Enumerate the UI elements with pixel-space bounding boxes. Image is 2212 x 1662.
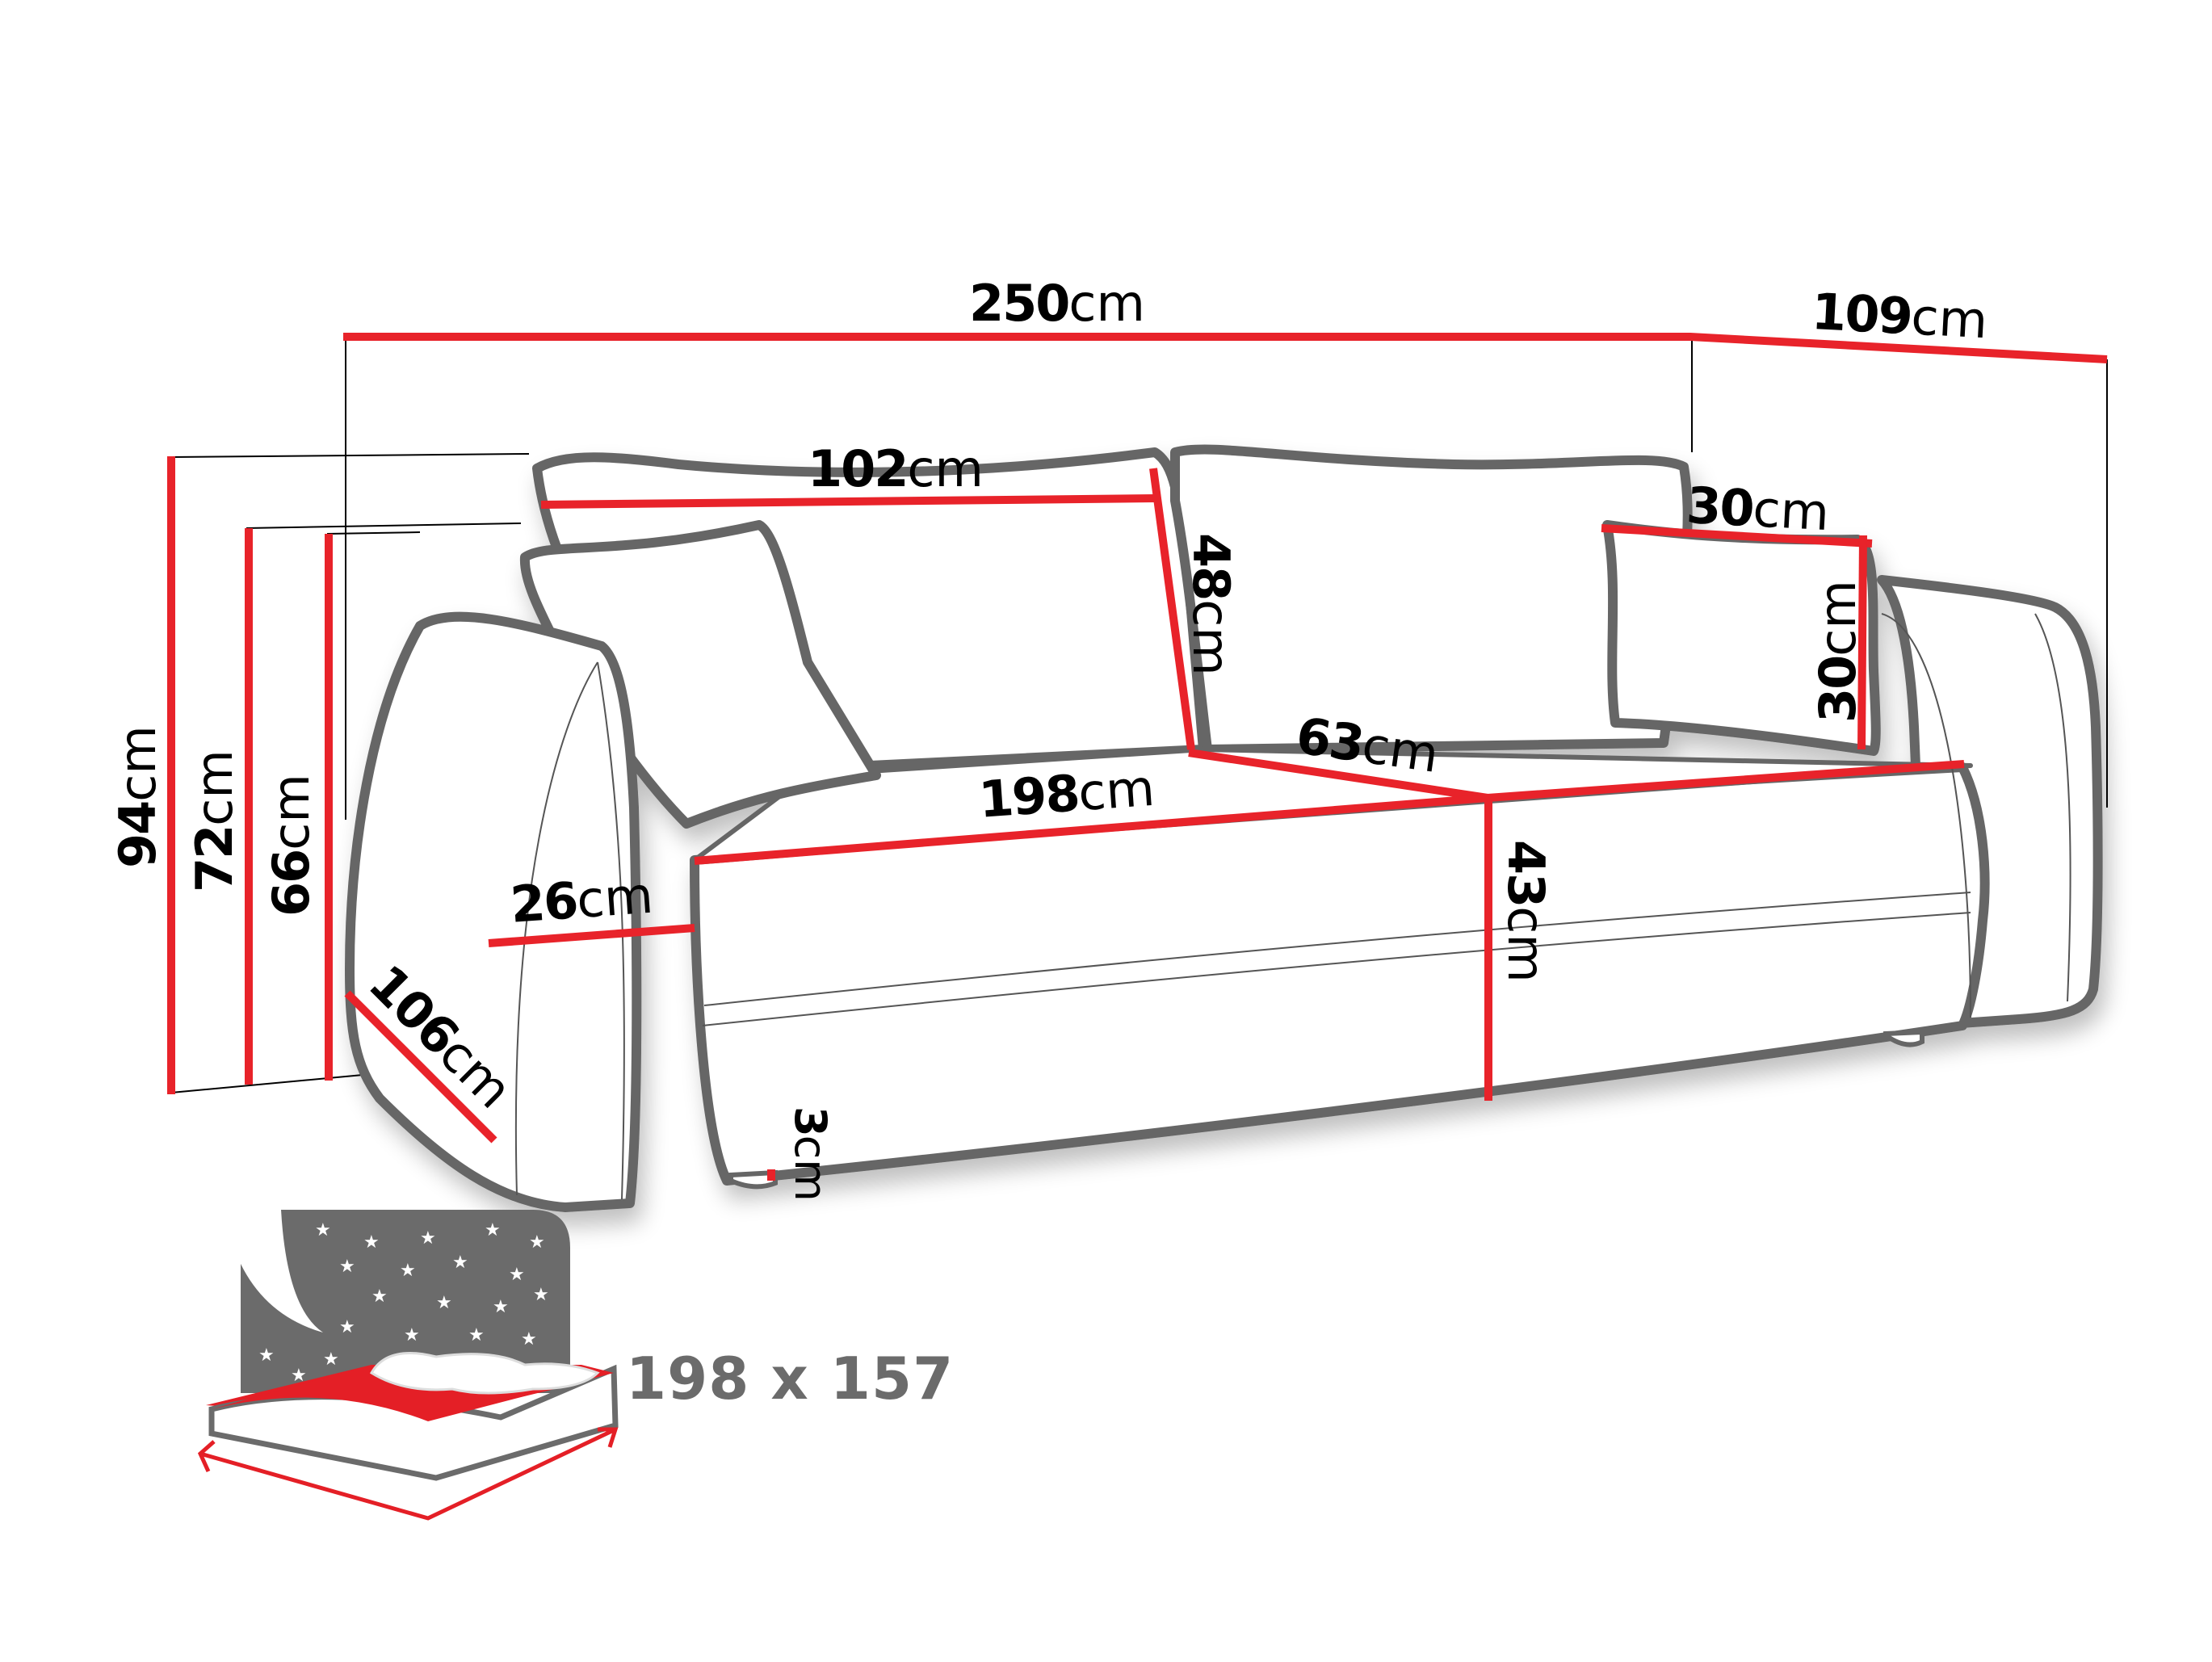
dimension-lines [167, 333, 2108, 1181]
dim-label-armrest-width: 26cm [508, 865, 656, 934]
sleeping-area-size: 198 x 157 [626, 1345, 955, 1412]
dim-label-total-height: 94cm [108, 725, 167, 868]
svg-text:★: ★ [291, 1366, 307, 1386]
svg-text:★: ★ [521, 1329, 537, 1349]
dim-label-back-cushion-width: 102cm [808, 439, 984, 498]
svg-text:★: ★ [493, 1297, 509, 1317]
sofa-body [345, 444, 2103, 1212]
dim-label-small-pillow-height: 30cm [1808, 580, 1867, 723]
dim-label-back-cushion-height: 48cm [1182, 533, 1240, 676]
svg-text:★: ★ [420, 1228, 436, 1249]
svg-text:★: ★ [315, 1220, 331, 1240]
svg-text:★: ★ [363, 1232, 380, 1253]
dim-label-seat-width: 198cm [976, 758, 1157, 829]
dim-label-small-pillow-width: 30cm [1685, 476, 1831, 543]
dim-label-total-width: 250cm [969, 274, 1145, 333]
svg-text:★: ★ [400, 1261, 416, 1281]
extension-lines [170, 338, 2108, 1093]
svg-text:★: ★ [485, 1220, 501, 1240]
svg-text:★: ★ [436, 1293, 452, 1313]
svg-text:★: ★ [371, 1286, 388, 1307]
svg-text:★: ★ [404, 1325, 420, 1345]
svg-text:★: ★ [339, 1317, 355, 1337]
sofa-detail-lines [514, 613, 2071, 1200]
svg-text:★: ★ [533, 1285, 549, 1305]
dim-label-seat-height: 43cm [1496, 840, 1555, 983]
dim-label-back-height: 72cm [185, 749, 244, 892]
bed-night-stars-icon: ★★★★★ ★★★★★ ★★★★★ ★★★★★ [197, 1210, 619, 1521]
svg-text:★: ★ [529, 1232, 545, 1253]
svg-text:★: ★ [323, 1349, 339, 1370]
svg-text:★: ★ [509, 1265, 525, 1285]
dim-label-leg-height: 3cm [785, 1106, 836, 1202]
dim-label-armrest-height: 66cm [262, 774, 321, 917]
svg-text:★: ★ [339, 1257, 355, 1277]
svg-text:★: ★ [468, 1325, 485, 1345]
svg-text:★: ★ [258, 1345, 275, 1366]
dim-label-total-depth: 109cm [1810, 282, 1989, 350]
sofa-feet [728, 1029, 1924, 1190]
svg-text:★: ★ [452, 1253, 468, 1273]
